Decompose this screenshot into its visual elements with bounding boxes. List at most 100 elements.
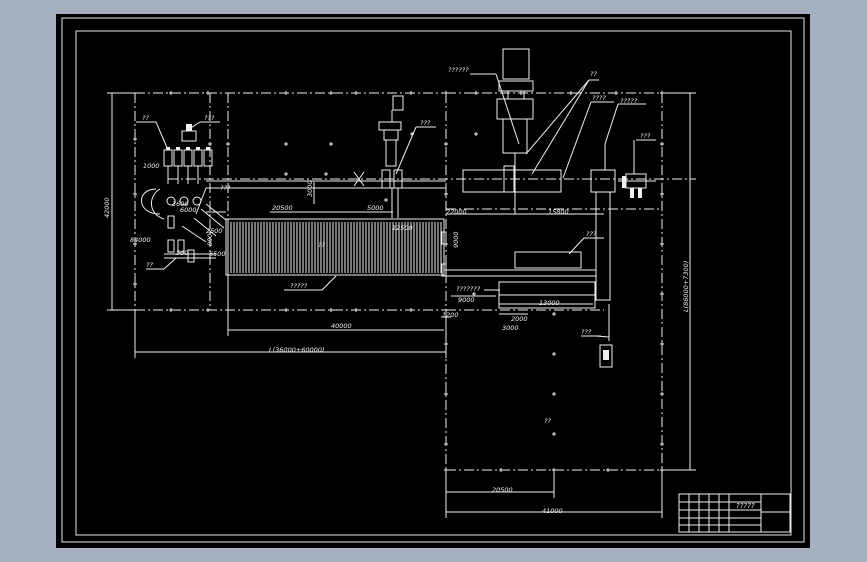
grid-plus-mark: [409, 308, 413, 312]
dim-800: 800: [206, 234, 214, 246]
label-mid-1: ???: [420, 119, 431, 127]
grid-plus-mark: [660, 342, 664, 346]
column-grid-marks: [133, 91, 664, 472]
dim-5000: 5000: [367, 204, 384, 212]
grid-plus-mark: [552, 392, 556, 396]
grid-plus-mark: [660, 192, 664, 196]
grid-plus-mark: [474, 132, 478, 136]
dim-3000b: 3000: [502, 324, 519, 332]
grid-plus-mark: [499, 468, 503, 472]
label-cooling-bed: ?????: [290, 282, 308, 290]
finishing-table: [441, 231, 596, 309]
dim-42000-vertical: 42000: [103, 197, 111, 218]
dim-6500: 6500: [209, 250, 226, 258]
label-top-1: ??????: [448, 66, 469, 74]
dim-2000: 2000: [511, 315, 528, 323]
grid-plus-mark: [208, 142, 212, 146]
label-bottom-left: ??: [146, 261, 153, 269]
grid-plus-mark: [206, 91, 210, 95]
grid-plus-mark: [284, 308, 288, 312]
label-left-2: ???: [204, 114, 215, 122]
grid-plus-mark: [444, 192, 448, 196]
grid-plus-mark: [569, 91, 573, 95]
dim-6000: 6000: [180, 206, 197, 214]
dim-22000: 22000: [446, 208, 467, 216]
dim-right-vertical: L(86000+7300): [682, 261, 690, 312]
grid-plus-mark: [552, 312, 556, 316]
dimension-lines: [107, 92, 696, 518]
leader-lines: [136, 73, 656, 337]
grid-plus-mark: [444, 442, 448, 446]
dim-2500: 2500: [206, 227, 223, 235]
grid-plus-mark: [324, 172, 328, 176]
grid-plus-mark: [354, 91, 358, 95]
coiler-unit: [618, 140, 656, 198]
grid-plus-mark: [660, 242, 664, 246]
label-small: ???????: [456, 285, 481, 293]
grid-plus-mark: [329, 142, 333, 146]
dim-total-length: L(36000+60000): [269, 346, 325, 354]
dim-13000: 13000: [539, 299, 560, 307]
dim-15800: 15800: [548, 208, 569, 216]
dim-500: 500: [176, 249, 188, 257]
title-block-title: ?????: [736, 502, 755, 510]
label-top-3: ????: [592, 94, 606, 102]
dim-3000: 3000: [306, 180, 314, 197]
dim-9000: 9000: [458, 296, 475, 304]
inner-sheet-border: [75, 30, 792, 536]
label-top-4: ?????: [620, 97, 638, 105]
dim-41000: 41000: [542, 507, 563, 515]
top-drive-unit: [496, 48, 534, 214]
label-right-1: ???: [640, 132, 651, 140]
grid-plus-mark: [614, 91, 618, 95]
roughing-mill-group: [141, 124, 227, 263]
grid-plus-mark: [474, 91, 478, 95]
cooling-bed: [225, 218, 445, 276]
dim-1000: 1000: [143, 162, 160, 170]
grid-plus-mark: [169, 91, 173, 95]
label-left-1: ??: [142, 114, 149, 122]
label-top-2: ??: [590, 70, 597, 78]
grid-plus-mark: [444, 392, 448, 396]
grid-plus-mark: [284, 142, 288, 146]
title-block: ?????: [678, 493, 791, 533]
label-yard: ??: [544, 417, 551, 425]
grid-plus-mark: [133, 282, 137, 286]
grid-plus-mark: [660, 442, 664, 446]
outer-sheet-border: [61, 17, 805, 543]
dim-1200: 1200: [442, 311, 459, 319]
grid-plus-mark: [329, 91, 333, 95]
transfer-furnace: [462, 144, 616, 301]
grid-plus-mark: [226, 142, 230, 146]
dim-84000: 84000: [130, 236, 151, 244]
grid-plus-mark: [284, 91, 288, 95]
drawing-viewport[interactable]: ?????: [56, 14, 810, 548]
grid-plus-mark: [660, 142, 664, 146]
grid-plus-mark: [519, 91, 523, 95]
grid-plus-mark: [133, 192, 137, 196]
grid-plus-mark: [552, 432, 556, 436]
grid-plus-mark: [660, 292, 664, 296]
cad-drawing: ?????: [61, 17, 805, 543]
grid-plus-mark: [329, 308, 333, 312]
dim-3600: 3600: [172, 200, 189, 208]
grid-plus-mark: [606, 468, 610, 472]
center-cross-mark: [353, 171, 365, 187]
dim-20500b: 20500: [492, 486, 513, 494]
grid-plus-mark: [552, 352, 556, 356]
grid-plus-mark: [444, 242, 448, 246]
label-center: ??: [318, 241, 325, 249]
label-bottom-right: ???: [581, 328, 592, 336]
grid-plus-mark: [444, 142, 448, 146]
grid-plus-mark: [206, 308, 210, 312]
left-plant-area: [134, 92, 447, 311]
dim-12500: 12500: [392, 224, 413, 232]
grid-plus-mark: [384, 198, 388, 202]
finishing-mill-stands: [378, 95, 404, 218]
grid-plus-mark: [409, 91, 413, 95]
dim-20500: 20500: [272, 204, 293, 212]
grid-plus-mark: [133, 242, 137, 246]
label-right-mid: ???: [586, 230, 597, 238]
dim-40000: 40000: [331, 322, 352, 330]
